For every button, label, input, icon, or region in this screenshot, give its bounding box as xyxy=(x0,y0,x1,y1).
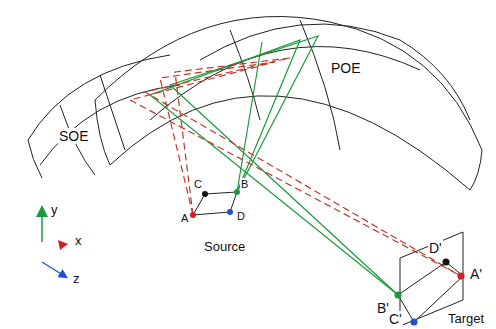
label: A xyxy=(180,212,189,224)
label: y xyxy=(50,203,59,217)
label: A' xyxy=(469,266,483,282)
label: Source xyxy=(203,240,246,254)
label: D' xyxy=(428,240,443,256)
label: x xyxy=(74,234,83,248)
soe-surface xyxy=(28,55,180,178)
label: B xyxy=(240,178,249,190)
label: z xyxy=(72,272,81,286)
label: POE xyxy=(330,60,362,76)
label: C' xyxy=(388,311,403,327)
label: C xyxy=(193,178,203,190)
axes xyxy=(42,208,68,277)
red-rays xyxy=(130,58,461,276)
label: Target xyxy=(447,312,485,326)
label: SOE xyxy=(58,128,90,144)
poe-surface xyxy=(95,16,482,190)
label: D xyxy=(236,210,246,222)
source-square xyxy=(190,189,240,218)
